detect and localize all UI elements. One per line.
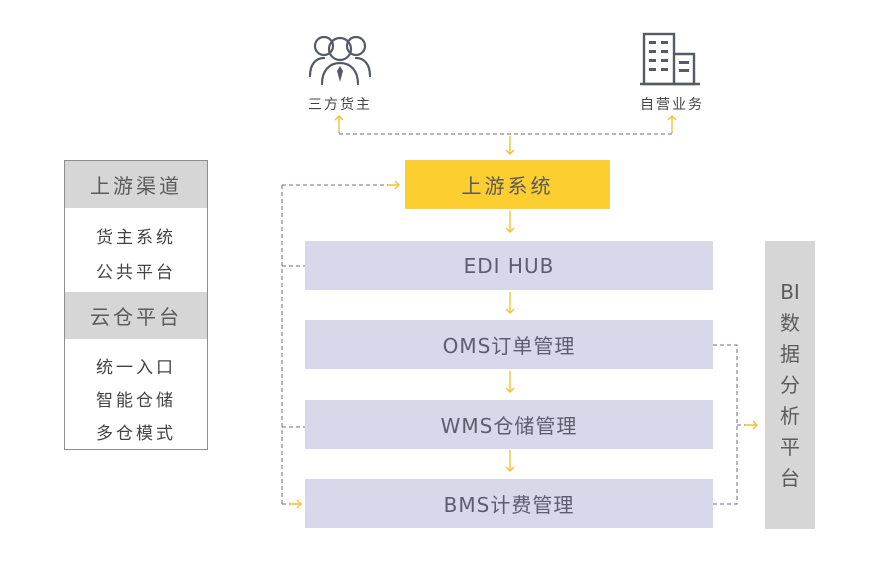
bi-analytics-platform: BI 数 据 分 析 平 台 bbox=[765, 241, 815, 529]
oms-box: OMS订单管理 bbox=[305, 320, 713, 369]
self-label: 自营业务 bbox=[640, 97, 704, 113]
cloud-item: 智能仓储 bbox=[96, 391, 176, 411]
users-icon bbox=[300, 30, 380, 88]
bi-char: 平 bbox=[780, 434, 800, 459]
channels-item: 货主系统 bbox=[96, 228, 176, 248]
cloud-heading: 云仓平台 bbox=[65, 292, 207, 339]
right-bracket bbox=[713, 344, 738, 505]
arrow-down-upstream bbox=[505, 136, 515, 155]
owner-label: 三方货主 bbox=[308, 97, 372, 113]
arrow-right-upstream bbox=[388, 180, 400, 190]
bms-box: BMS计费管理 bbox=[305, 479, 713, 528]
upstream-system-box: 上游系统 bbox=[405, 160, 610, 209]
wms-box: WMS仓储管理 bbox=[305, 400, 713, 449]
cloud-item: 多仓模式 bbox=[96, 424, 176, 444]
bi-char: 据 bbox=[780, 341, 800, 366]
arrow-down-wms bbox=[505, 371, 515, 393]
channels-heading: 上游渠道 bbox=[65, 161, 207, 208]
arrow-up-owner bbox=[334, 115, 344, 132]
bi-char: 数 bbox=[780, 310, 800, 335]
building-icon bbox=[638, 30, 704, 88]
channels-item: 公共平台 bbox=[96, 263, 176, 283]
arrow-down-bms bbox=[505, 450, 515, 472]
left-panel: 上游渠道 货主系统 公共平台 云仓平台 统一入口 智能仓储 多仓模式 bbox=[64, 160, 208, 450]
arrow-down-edi bbox=[505, 211, 515, 233]
bi-char: 台 bbox=[780, 465, 800, 490]
arrow-right-bms bbox=[290, 499, 302, 509]
bi-char: BI bbox=[780, 279, 800, 304]
edi-hub-box: EDI HUB bbox=[305, 241, 713, 290]
arrow-up-self bbox=[667, 115, 677, 132]
bi-char: 分 bbox=[780, 372, 800, 397]
arrow-right-bi bbox=[745, 420, 758, 430]
bi-char: 析 bbox=[780, 403, 800, 428]
arrow-down-oms bbox=[505, 292, 515, 314]
cloud-item: 统一入口 bbox=[96, 358, 176, 378]
